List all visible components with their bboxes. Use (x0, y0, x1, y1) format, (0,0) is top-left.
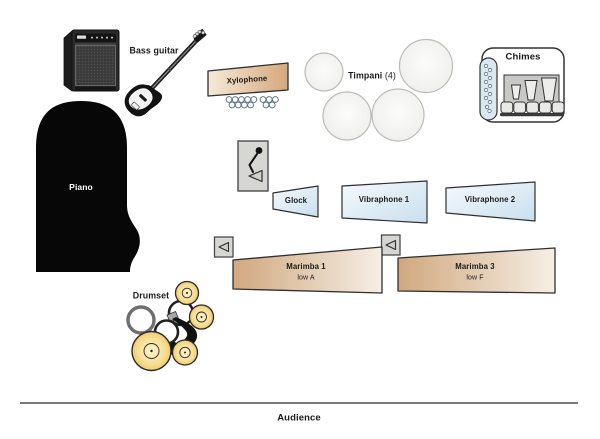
timpani (304, 38, 454, 142)
marimba-3-label: Marimba 3 (455, 262, 495, 272)
timpani-drum-1 (304, 52, 344, 92)
speaker-box-2 (380, 234, 401, 256)
xylophone (207, 62, 289, 97)
glock (272, 185, 319, 218)
timpani-label: Timpani(4) (348, 70, 396, 81)
speaker-box-1 (213, 236, 234, 258)
marimba-1-range-label: low A (297, 274, 315, 282)
chimes (479, 47, 565, 123)
vibraphone-2 (445, 181, 536, 222)
glock-label: Glock (284, 196, 308, 206)
wedge-monitor-icon (248, 169, 263, 183)
drumset-label: Drumset (132, 290, 170, 301)
bass-guitar (124, 28, 207, 117)
cymbal (174, 280, 200, 306)
bass-amp (63, 29, 120, 92)
bass-guitar-label: Bass guitar (129, 45, 179, 56)
vibraphone-1-label: Vibraphone 1 (358, 195, 410, 205)
timpani-drum-4 (371, 88, 425, 142)
mic-box (237, 140, 269, 192)
timpani-drum-2 (398, 38, 454, 94)
chimes-label: Chimes (505, 51, 541, 63)
drumset (126, 280, 215, 372)
wedge-monitor-icon (218, 241, 230, 253)
piano (36, 101, 140, 272)
vibraphone-2-label: Vibraphone 2 (464, 195, 516, 205)
cymbal (171, 339, 199, 366)
hihat-circle (126, 305, 156, 335)
crotales (225, 96, 279, 109)
cymbal (188, 304, 215, 330)
piano-label: Piano (69, 181, 93, 192)
marimba-1 (232, 246, 383, 294)
marimba-3 (397, 247, 556, 294)
vibraphone-1 (341, 180, 428, 224)
microphone-icon (248, 147, 263, 173)
audience-label: Audience (277, 412, 321, 424)
timpani-drum-3 (322, 91, 372, 141)
marimba-3-range-label: low F (466, 274, 484, 282)
chime-tubes (479, 57, 498, 121)
wedge-monitor-icon (385, 239, 397, 251)
cymbal (131, 330, 172, 372)
marimba-1-label: Marimba 1 (286, 262, 326, 272)
